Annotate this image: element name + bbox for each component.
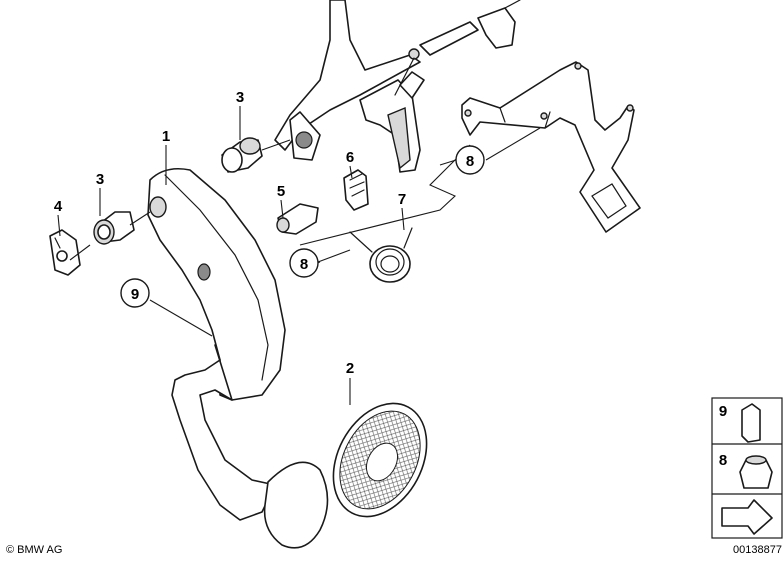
callout-8-right: 8 [466,153,474,170]
callout-6: 6 [346,149,354,166]
callout-9: 9 [131,286,139,303]
callout-3-upper: 3 [236,89,244,106]
callout-3-lower: 3 [96,171,104,188]
right-bracket [461,61,641,233]
legend-label-9: 9 [719,403,727,420]
legend-label-8: 8 [719,452,727,469]
bushing-lower [93,211,135,245]
callout-2: 2 [346,360,354,377]
callout-1: 1 [162,128,170,145]
legend-arrow-icon [721,499,773,535]
spring-clip [343,169,369,211]
callout-7: 7 [398,191,406,208]
copyright-text: © BMW AG [6,544,62,556]
callout-5: 5 [277,183,285,200]
callout-8-left-circle [289,248,319,278]
callouts: 1 2 3 3 4 5 6 7 8 8 9 [54,89,485,377]
legend-box: 9 8 [711,397,783,539]
diagram-id: 00138877 [733,544,782,556]
pedal-arm [147,167,329,549]
retaining-clip [49,229,81,276]
bushing-upper [221,137,263,173]
callout-9-circle [120,278,150,308]
pin [276,203,319,235]
callout-4: 4 [54,198,63,215]
legend-clip-icon [741,403,761,443]
pedal-pad [332,402,428,518]
pedal-bracket [274,0,521,173]
callout-8-left: 8 [300,256,308,273]
torsion-spring [349,227,413,283]
callout-8-right-circle [455,145,485,175]
